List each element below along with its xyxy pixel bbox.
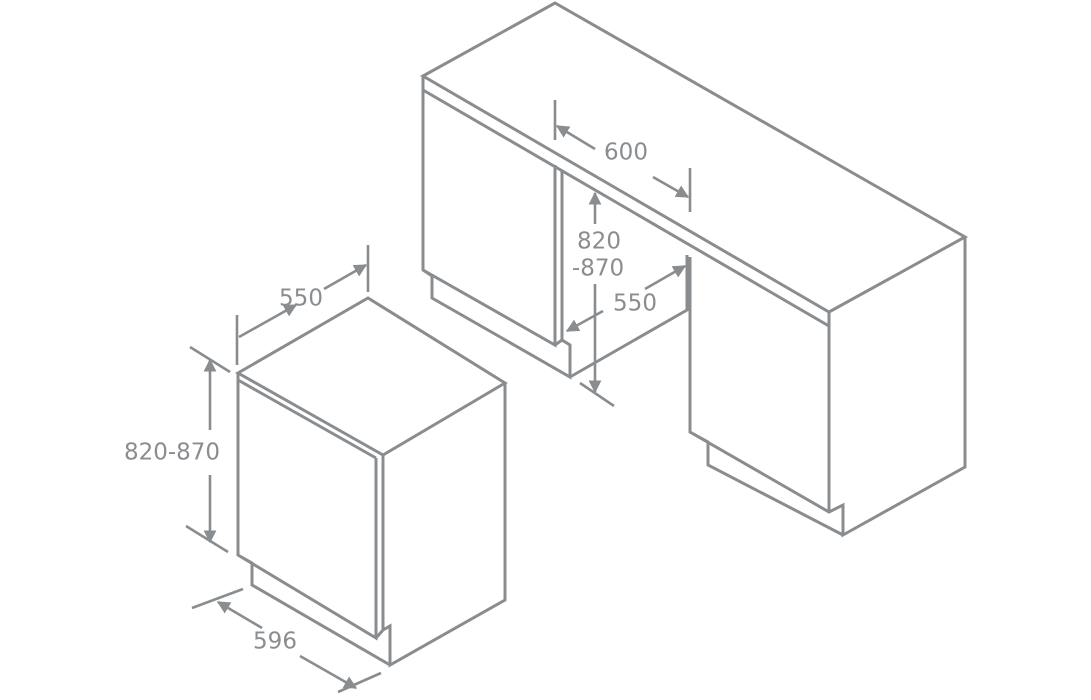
niche-opening [569, 255, 689, 379]
kitchen-cabinets [419, 1, 969, 538]
niche-height-label-line1: 820 [577, 229, 621, 255]
worktop [419, 1, 969, 329]
dishwasher [234, 296, 508, 668]
dishwasher-height-label: 820-870 [124, 440, 220, 466]
dishwasher-width-label: 596 [253, 629, 297, 655]
dimension-dishwasher-height: 820-870 [124, 345, 231, 554]
dimension-niche-height: 820 -870 [572, 191, 624, 408]
dishwasher-depth-label: 550 [279, 286, 323, 312]
dimension-niche-width: 600 [553, 100, 692, 212]
dishwasher-top [234, 296, 508, 460]
right-cabinet [688, 237, 967, 538]
dimension-dishwasher-width: 596 [191, 587, 382, 694]
dimension-niche-depth: 550 [565, 264, 687, 333]
dimension-dishwasher-depth: 550 [235, 245, 370, 365]
niche-depth-label: 550 [613, 291, 657, 317]
niche-height-label-line2: -870 [572, 256, 624, 282]
niche-width-label: 600 [604, 140, 648, 166]
dishwasher-body [236, 373, 507, 668]
